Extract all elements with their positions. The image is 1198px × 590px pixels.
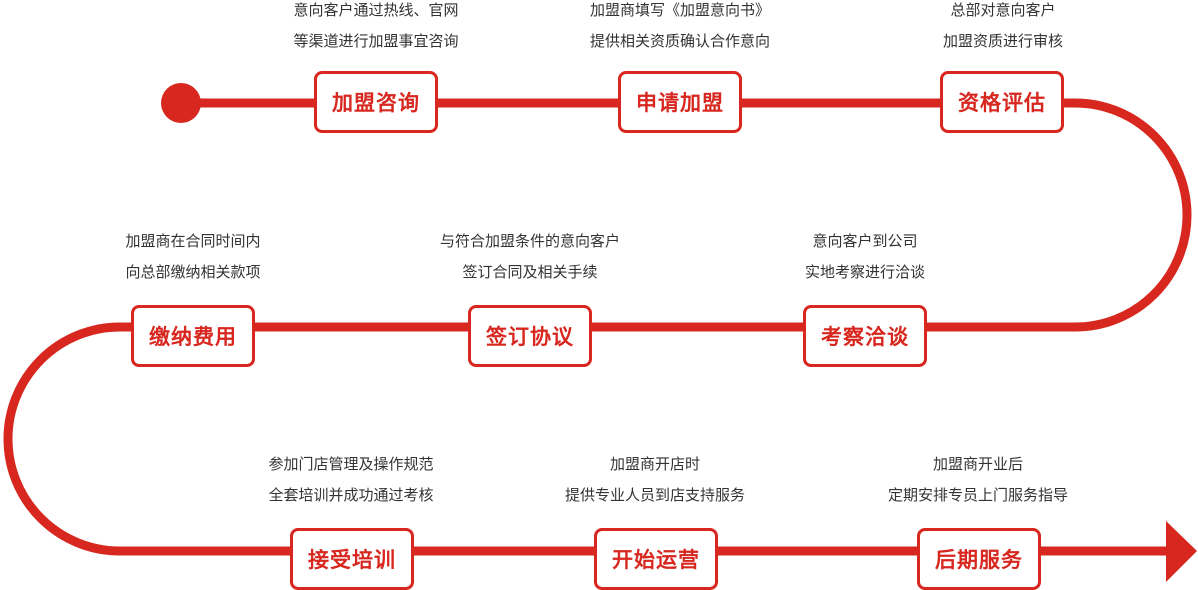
step-4-description: 意向客户到公司 实地考察进行洽谈 [715,226,1015,288]
step-2-description: 加盟商填写《加盟意向书》 提供相关资质确认合作意向 [530,0,830,57]
step-8-desc-line-2: 提供专业人员到店支持服务 [564,486,745,504]
step-7-desc-line-2: 全套培训并成功通过考核 [268,486,434,504]
step-7-desc-line-1: 参加门店管理及操作规范 [268,455,434,473]
step-9-desc-line-1: 加盟商开业后 [932,455,1023,473]
step-6-description: 加盟商在合同时间内 向总部缴纳相关款项 [43,226,343,288]
step-8-start-operation-box[interactable]: 开始运营 [594,528,718,590]
step-4-desc-line-2: 实地考察进行洽谈 [804,263,925,281]
step-4-visit-negotiation-box[interactable]: 考察洽谈 [803,305,927,367]
step-1-desc-line-1: 意向客户通过热线、官网 [293,1,459,19]
step-2-application-box[interactable]: 申请加盟 [618,71,742,133]
step-4-desc-line-1: 意向客户到公司 [812,232,918,250]
step-8-desc-line-1: 加盟商开店时 [609,455,700,473]
step-1-desc-line-2: 等渠道进行加盟事宜咨询 [293,32,459,50]
step-6-desc-line-1: 加盟商在合同时间内 [125,232,261,250]
serpentine-connector-line [3,98,1192,556]
step-1-consultation-box[interactable]: 加盟咨询 [314,71,438,133]
step-5-desc-line-2: 签订合同及相关手续 [462,263,598,281]
step-6-desc-line-2: 向总部缴纳相关款项 [125,263,261,281]
step-2-desc-line-2: 提供相关资质确认合作意向 [589,32,770,50]
step-8-description: 加盟商开店时 提供专业人员到店支持服务 [505,449,805,511]
step-5-sign-agreement-box[interactable]: 签订协议 [468,305,592,367]
step-3-qualification-box[interactable]: 资格评估 [940,71,1064,133]
step-6-payment-box[interactable]: 缴纳费用 [131,305,255,367]
step-1-description: 意向客户通过热线、官网 等渠道进行加盟事宜咨询 [226,0,526,57]
step-9-desc-line-2: 定期安排专员上门服务指导 [887,486,1068,504]
start-dot [161,83,201,123]
step-3-description: 总部对意向客户 加盟资质进行审核 [853,0,1153,57]
step-9-after-service-box[interactable]: 后期服务 [917,528,1041,590]
step-9-description: 加盟商开业后 定期安排专员上门服务指导 [828,449,1128,511]
step-3-desc-line-1: 总部对意向客户 [950,1,1056,19]
step-7-description: 参加门店管理及操作规范 全套培训并成功通过考核 [201,449,501,511]
step-3-desc-line-2: 加盟资质进行审核 [942,32,1063,50]
step-7-training-box[interactable]: 接受培训 [290,528,414,590]
step-5-description: 与符合加盟条件的意向客户 签订合同及相关手续 [380,226,680,288]
end-arrow-icon [1166,521,1197,582]
step-5-desc-line-1: 与符合加盟条件的意向客户 [439,232,620,250]
step-2-desc-line-1: 加盟商填写《加盟意向书》 [589,1,770,19]
